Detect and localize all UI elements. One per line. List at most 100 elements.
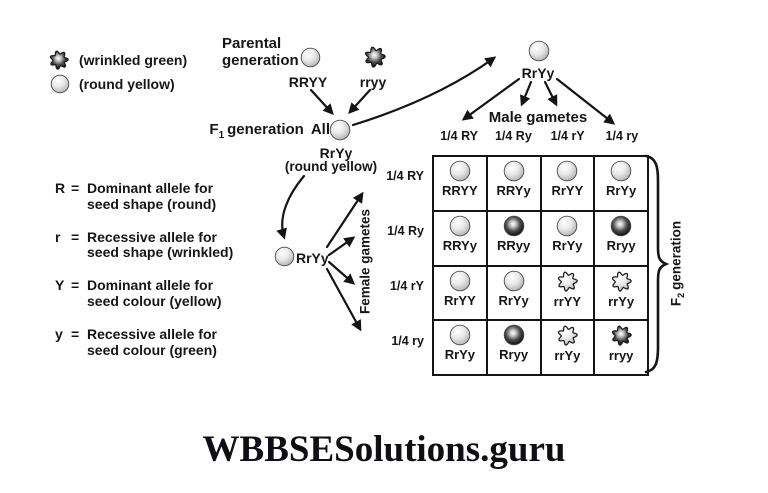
punnett-cell: Rryy [594, 210, 648, 266]
cell-genotype: RrYY [443, 292, 476, 308]
cell-genotype: RrYy [444, 347, 476, 363]
round-yellow-seed-icon [329, 119, 351, 141]
wrinkled-yellow-seed-icon [557, 271, 578, 292]
legend-label: (wrinkled green) [79, 52, 188, 68]
round-yellow-seed-icon [503, 270, 525, 292]
allele-desc: seed colour (green) [87, 341, 217, 358]
female-gamete-row-labels: 1/4 RY 1/4 Ry 1/4 rY 1/4 ry [376, 155, 424, 376]
arrow-rryy-male-parent-to-f1 [348, 88, 372, 115]
female-parent-genotype: RrYy [296, 250, 329, 266]
round-green-seed-icon [503, 324, 525, 346]
male-gametes-label: Male gametes [488, 109, 588, 126]
parental-rryy-seed-icon [363, 45, 387, 69]
wrinkled-yellow-seed-icon [611, 271, 632, 292]
round-yellow-seed-icon [449, 324, 471, 346]
cell-genotype: Rryy [499, 347, 529, 363]
round-green-seed-icon [503, 215, 525, 237]
allele-item-r: r = Recessive allele for seed shape (wri… [55, 228, 234, 262]
col-label: 1/4 ry [605, 129, 639, 143]
equals-sign: = [71, 180, 80, 196]
punnett-cell: RRyy [486, 210, 541, 266]
row-label: 1/4 RY [386, 168, 424, 183]
legend-item-wrinkled-green: (wrinkled green) [48, 49, 187, 71]
allele-desc: Recessive allele for [87, 325, 217, 342]
wrinkled-yellow-seed-icon [556, 270, 579, 293]
arrow-male-gamete-rY [543, 80, 558, 107]
round-yellow-seed-icon [50, 74, 70, 94]
equals-sign: = [71, 277, 80, 294]
punnett-cell: RrYy [486, 265, 541, 321]
female-gametes-label: Female gametes [357, 208, 373, 315]
cell-genotype: RrYY [551, 183, 584, 198]
round-yellow-seed-icon [556, 215, 578, 237]
punnett-cell: rrYy [540, 320, 595, 375]
allele-desc: Dominant allele for [87, 180, 214, 196]
allele-desc: seed colour (yellow) [87, 293, 222, 310]
punnett-cell: RrYy [433, 320, 487, 375]
punnett-cell: RRYy [486, 156, 541, 211]
cell-genotype: RRyy [497, 237, 531, 253]
round-yellow-seed-icon [556, 160, 578, 182]
punnett-cell: RrYy [540, 210, 595, 266]
arrow-female-gamete-ry [325, 267, 362, 332]
allele-symbol: R [55, 180, 66, 196]
round-yellow-seed-icon [503, 160, 525, 182]
cell-genotype: RRYY [442, 183, 478, 198]
parental-rryy-genotype: rryy [359, 74, 387, 90]
round-yellow-seed-icon [449, 215, 471, 237]
punnett-cell: rrYy [594, 265, 648, 321]
wrinkled-green-seed-icon [611, 325, 632, 346]
allele-symbol: r [55, 228, 61, 245]
arrow-rryy-female-parent-to-f1 [309, 88, 334, 116]
punnett-cell: RrYy [594, 156, 648, 211]
round-green-seed-icon [503, 324, 524, 346]
row-label: 1/4 Ry [387, 223, 424, 238]
punnett-cell: RrYY [433, 265, 487, 321]
round-green-seed-icon [610, 215, 632, 237]
parental-RRYY-seed-icon [300, 47, 321, 68]
row-label: 1/4 rY [389, 279, 424, 294]
round-yellow-seed-icon [557, 215, 578, 237]
allele-desc: seed shape (round) [87, 195, 217, 212]
round-yellow-seed-icon [503, 160, 524, 182]
f1-all-label: All [310, 121, 330, 138]
allele-item-y: y = Recessive allele for seed colour (gr… [55, 325, 233, 359]
allele-key: R = Dominant allele for seed shape (roun… [55, 180, 234, 376]
round-yellow-seed-icon [449, 215, 471, 237]
round-yellow-seed-icon [449, 160, 471, 182]
cell-genotype: Rryy [606, 237, 636, 253]
cell-genotype: rryy [608, 348, 634, 364]
round-yellow-seed-icon [449, 270, 471, 292]
allele-symbol: Y [55, 277, 65, 294]
legend-label: (round yellow) [79, 76, 175, 92]
cell-genotype: RRYy [496, 183, 531, 198]
punnett-cell: RRYY [433, 156, 487, 211]
arrow-male-gamete-Ry [520, 80, 533, 107]
cell-genotype: RrYy [552, 237, 583, 253]
equals-sign: = [71, 228, 80, 245]
round-yellow-seed-icon [50, 74, 70, 94]
row-label: 1/4 ry [391, 334, 424, 349]
f1-phenotype-note: (round yellow) [284, 159, 378, 174]
f2-generation-label: F2generation [668, 220, 687, 307]
watermark: WBBSESolutions.guru [202, 429, 566, 470]
wrinkled-yellow-seed-icon [610, 270, 633, 293]
punnett-cell: Rryy [486, 320, 541, 375]
round-green-seed-icon [503, 215, 524, 237]
f1-seed-icon [329, 119, 351, 141]
wrinkled-green-seed-icon [49, 50, 69, 70]
female-parent-seed-icon [274, 246, 295, 267]
round-yellow-seed-icon [274, 246, 295, 267]
allele-item-Y: Y = Dominant allele for seed colour (yel… [55, 277, 233, 310]
equals-sign: = [71, 325, 80, 342]
round-yellow-seed-icon [528, 40, 550, 62]
round-yellow-seed-icon [557, 160, 578, 182]
allele-desc: seed shape (wrinkled) [87, 244, 234, 261]
allele-desc: Recessive allele for [87, 228, 217, 245]
legend-item-round-yellow: (round yellow) [50, 74, 175, 94]
col-label: 1/4 rY [550, 129, 585, 143]
round-yellow-seed-icon [610, 160, 632, 182]
